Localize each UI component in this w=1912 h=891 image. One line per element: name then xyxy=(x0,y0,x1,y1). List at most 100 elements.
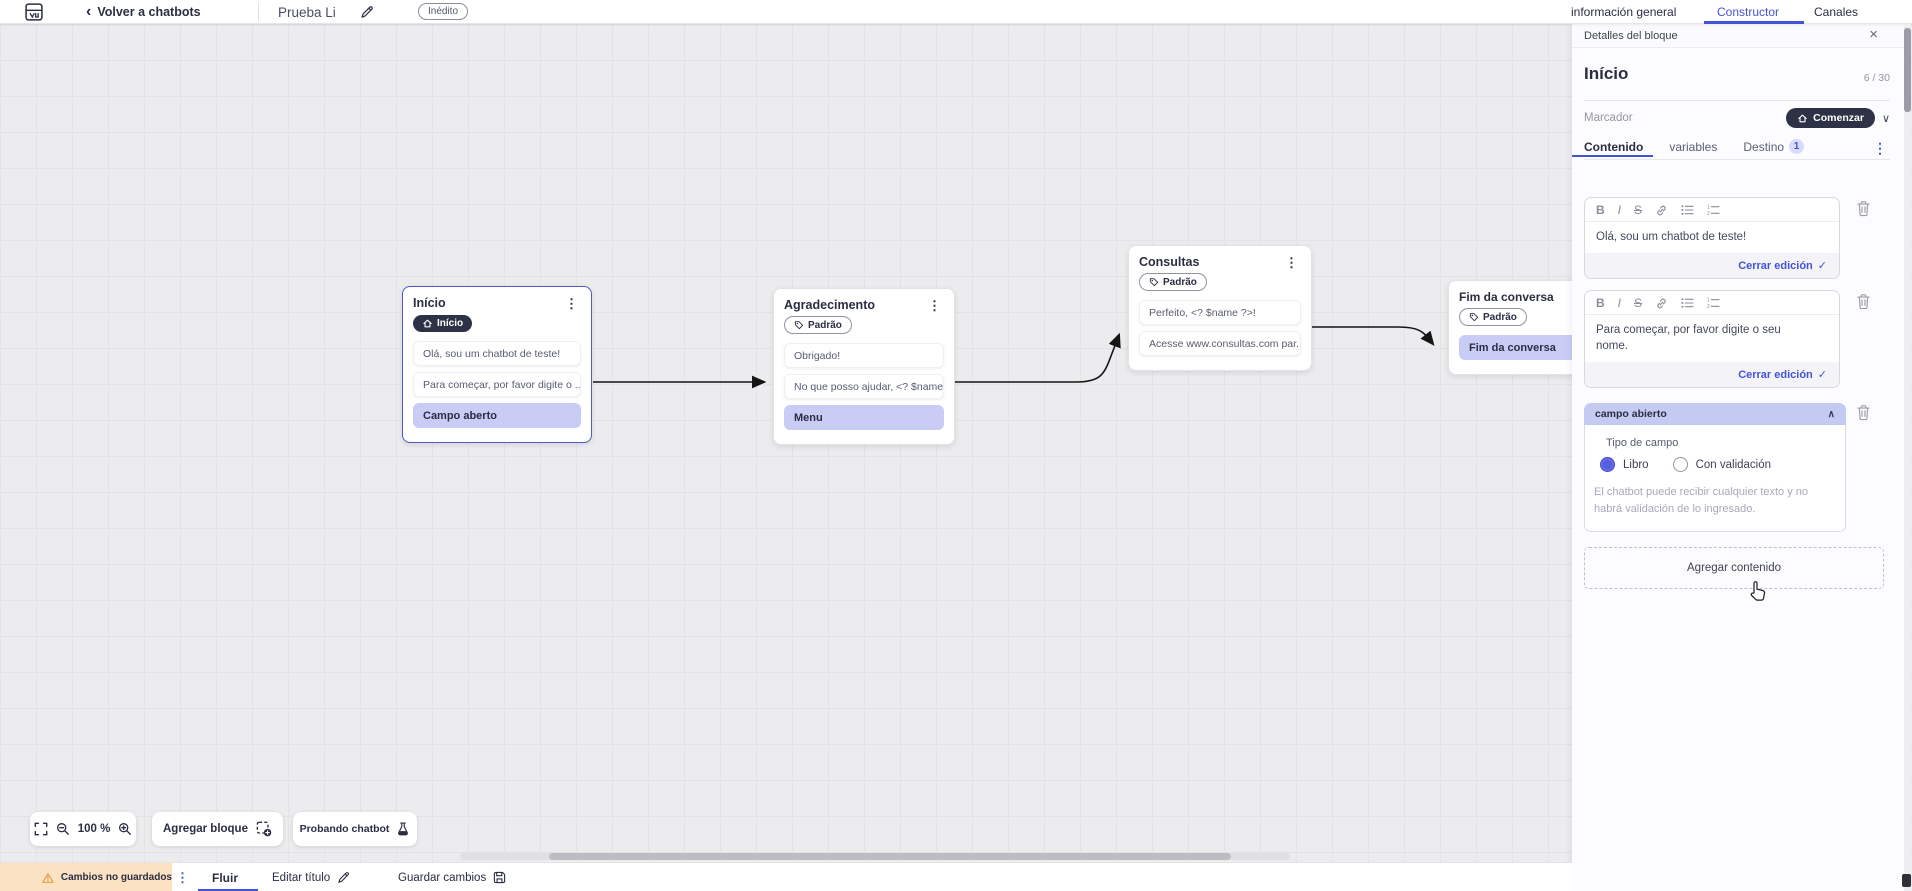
italic-button[interactable]: I xyxy=(1617,296,1622,310)
test-chatbot-label: Probando chatbot xyxy=(299,823,390,835)
tag-icon xyxy=(794,321,804,330)
status-badge: Inédito xyxy=(418,3,469,20)
node-title: Fim da conversa xyxy=(1459,290,1554,304)
tab-canales[interactable]: Canales xyxy=(1814,5,1859,19)
flow-node-inicio[interactable]: Início ⋮ Início Olá, sou um chatbot de t… xyxy=(402,286,592,443)
tab-informacion-general[interactable]: información general xyxy=(1571,5,1677,19)
editor-text[interactable]: Para começar, por favor digite o seu nom… xyxy=(1596,324,1781,353)
node-content-item[interactable]: No que posso ajudar, <? $name ... xyxy=(784,374,944,399)
divider xyxy=(258,3,259,21)
bold-button[interactable]: B xyxy=(1596,203,1605,217)
edit-title-button[interactable]: Editar título xyxy=(272,863,350,891)
block-title[interactable]: Início xyxy=(1584,64,1629,83)
node-action-item[interactable]: Menu xyxy=(784,405,944,430)
zoom-in-icon[interactable] xyxy=(118,822,132,836)
edge-consultas-fim xyxy=(1312,326,1435,346)
node-action-item[interactable]: Campo aberto xyxy=(413,403,581,428)
node-badge-label: Padrão xyxy=(1163,276,1197,288)
close-edit-link[interactable]: Cerrar edición xyxy=(1738,259,1813,272)
add-content-button[interactable]: Agregar contenido xyxy=(1584,547,1884,589)
node-content-item[interactable]: Para começar, por favor digite o ... xyxy=(413,372,581,397)
italic-button[interactable]: I xyxy=(1617,203,1622,217)
marker-value-button[interactable]: Comenzar xyxy=(1786,108,1875,128)
open-field-section: campo abierto ∧ Tipo de campo Libro Con … xyxy=(1584,403,1846,533)
bullet-list-icon[interactable] xyxy=(1681,204,1694,216)
link-icon[interactable] xyxy=(1655,297,1668,310)
flow-node-consultas[interactable]: Consultas ⋮ Padrão Perfeito, <? $name ?>… xyxy=(1128,245,1312,371)
tab-fluir[interactable]: Fluir xyxy=(212,870,238,885)
node-default-badge: Padrão xyxy=(1459,308,1527,326)
add-block-icon xyxy=(256,821,272,837)
chevron-down-icon[interactable]: ∨ xyxy=(1881,112,1890,125)
strikethrough-button[interactable]: S xyxy=(1634,203,1643,217)
chatbot-title: Prueba Li xyxy=(278,4,336,20)
node-badge-label: Padrão xyxy=(1483,311,1517,323)
radio-libro[interactable] xyxy=(1600,457,1615,472)
strikethrough-button[interactable]: S xyxy=(1634,296,1643,310)
panel-vscrollbar-thumb[interactable] xyxy=(1904,28,1911,112)
node-content-item[interactable]: Olá, sou um chatbot de teste! xyxy=(413,341,581,366)
panel-vscrollbar[interactable] xyxy=(1904,24,1911,891)
add-block-button[interactable]: Agregar bloque xyxy=(152,812,283,846)
test-chatbot-button[interactable]: Probando chatbot xyxy=(293,812,417,846)
panel-tabs-menu-icon[interactable]: ⋮ xyxy=(1873,139,1887,156)
flow-node-agradecimento[interactable]: Agradecimento ⋮ Padrão Obrigado! No que … xyxy=(773,288,955,445)
node-menu-icon[interactable]: ⋮ xyxy=(928,298,941,313)
close-icon[interactable]: × xyxy=(1869,26,1878,43)
active-flow-tab-underline xyxy=(198,889,258,891)
node-content-item[interactable]: Perfeito, <? $name ?>! xyxy=(1139,300,1301,325)
marker-label: Marcador xyxy=(1584,112,1633,124)
zoom-out-icon[interactable] xyxy=(56,822,70,836)
tag-icon xyxy=(1149,278,1159,287)
delete-content-icon[interactable] xyxy=(1856,200,1871,222)
app-logo xyxy=(24,0,44,24)
close-edit-link[interactable]: Cerrar edición xyxy=(1738,368,1813,381)
edit-title-icon[interactable] xyxy=(360,0,374,24)
save-changes-button[interactable]: Guardar cambios xyxy=(398,863,506,891)
flow-menu-icon[interactable]: ⋮ xyxy=(176,869,189,885)
home-icon xyxy=(1798,114,1807,122)
bold-button[interactable]: B xyxy=(1596,296,1605,310)
tab-variables[interactable]: variables xyxy=(1669,139,1718,154)
back-to-chatbots-link[interactable]: ‹ Volver a chatbots xyxy=(86,0,201,24)
node-title: Agradecimento xyxy=(784,298,875,312)
canvas-hscrollbar[interactable] xyxy=(460,853,1290,860)
node-content-item[interactable]: Acesse www.consultas.com par... xyxy=(1139,331,1301,356)
node-menu-icon[interactable]: ⋮ xyxy=(565,296,578,311)
svg-text:1: 1 xyxy=(1707,205,1710,211)
fullscreen-icon[interactable] xyxy=(34,822,48,836)
bullet-list-icon[interactable] xyxy=(1681,297,1694,309)
panel-header-title: Detalles del bloque xyxy=(1584,29,1678,42)
title-char-counter: 6 / 30 xyxy=(1863,72,1890,84)
tab-contenido[interactable]: Contenido xyxy=(1571,139,1654,157)
tab-destino[interactable]: Destino 1 xyxy=(1743,139,1805,156)
add-block-label: Agregar bloque xyxy=(163,823,248,835)
divider xyxy=(1584,100,1890,101)
delete-content-icon[interactable] xyxy=(1856,404,1871,426)
tag-icon xyxy=(1469,313,1479,322)
node-content-item[interactable]: Obrigado! xyxy=(784,343,944,368)
field-type-description: El chatbot puede recibir cualquier texto… xyxy=(1594,486,1809,516)
edge-agradecimento-consultas xyxy=(955,332,1121,383)
back-label: Volver a chatbots xyxy=(97,5,201,19)
node-default-badge: Padrão xyxy=(784,316,852,334)
radio-con-validacion-label: Con validación xyxy=(1695,458,1772,471)
link-icon[interactable] xyxy=(1655,204,1668,217)
canvas-hscrollbar-thumb[interactable] xyxy=(549,853,1231,860)
panel-header: Detalles del bloque × xyxy=(1572,24,1904,48)
radio-con-validacion[interactable] xyxy=(1672,457,1688,472)
editor-text[interactable]: Olá, sou um chatbot de teste! xyxy=(1596,231,1747,243)
tab-constructor[interactable]: Constructor xyxy=(1717,5,1780,19)
unsaved-changes-badge: Cambios no guardados xyxy=(0,863,172,891)
open-field-header[interactable]: campo abierto ∧ xyxy=(1584,403,1846,425)
svg-text:2: 2 xyxy=(1707,304,1710,309)
node-default-badge: Padrão xyxy=(1139,273,1207,291)
delete-content-icon[interactable] xyxy=(1856,293,1871,315)
node-menu-icon[interactable]: ⋮ xyxy=(1285,255,1298,270)
open-field-title: campo abierto xyxy=(1595,408,1667,420)
